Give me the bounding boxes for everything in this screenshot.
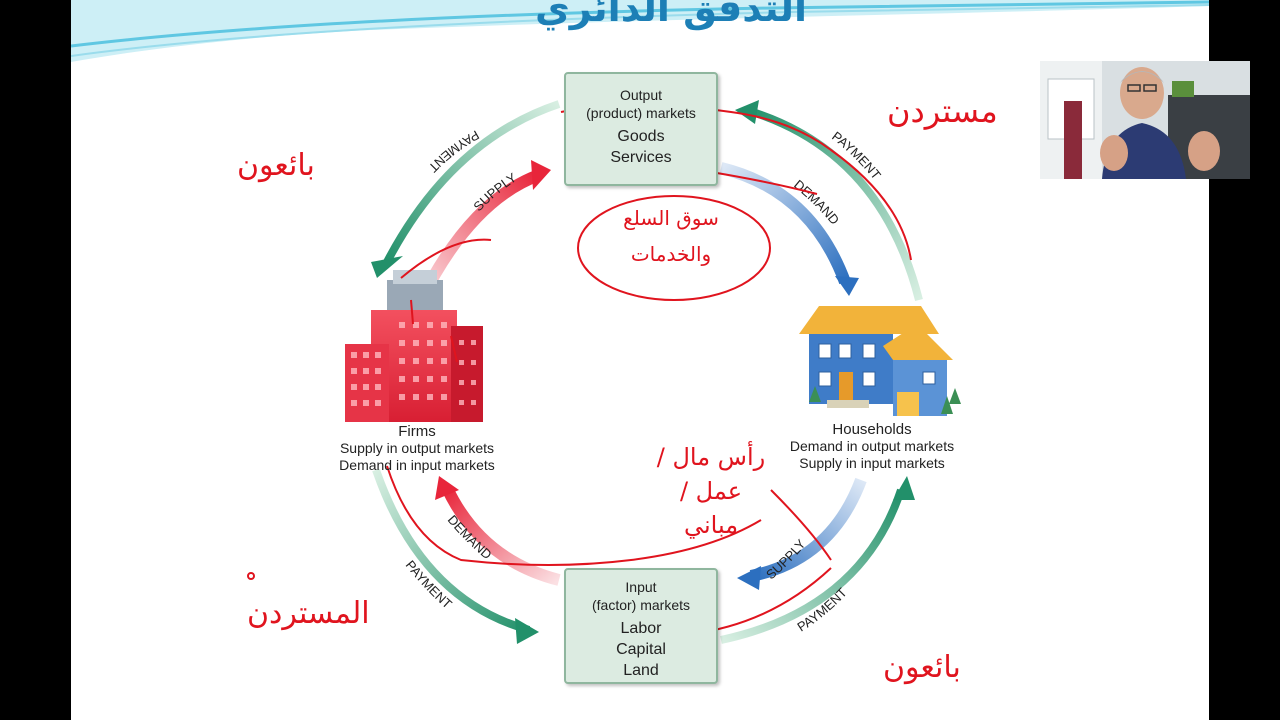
demand-arrowhead-bottom-left — [435, 476, 459, 500]
households-house-icon — [799, 306, 961, 416]
output-market-item: Goods — [617, 128, 665, 145]
handwritten-sellers-top: بائعون — [237, 148, 315, 183]
payment-arrow-bottom-right — [720, 488, 905, 644]
firms-role-output: Supply in output markets — [339, 440, 495, 456]
households-name: Households — [832, 421, 912, 438]
payment-arrow-top-left — [383, 100, 561, 264]
supply-arrowhead-top-left — [531, 160, 551, 190]
circular-flow-diagram: PAYMENT SUPPLY DEMAND PAYMENT DEMAND PAY… — [247, 100, 961, 644]
output-market-item: Services — [610, 149, 672, 166]
output-market-line2: (product) markets — [586, 105, 696, 121]
input-factor-markets-box: Input (factor) markets Labor Capital Lan… — [564, 568, 718, 684]
demand-arrow-top-right — [719, 162, 851, 285]
input-market-line2: (factor) markets — [591, 597, 690, 613]
supply-arrowhead-bottom-right — [737, 566, 761, 590]
firms-role-input: Demand in input markets — [339, 457, 495, 473]
payment-arrowhead-top-right — [735, 100, 759, 124]
payment-arrow-bottom-left — [372, 468, 531, 634]
presenter-webcam — [1040, 61, 1250, 179]
presenter-video-frame — [1040, 61, 1250, 179]
handwritten-factors: رأس مال / عمل / مباني — [656, 443, 766, 539]
demand-arrow-bottom-left — [441, 485, 561, 586]
demand-arrowhead-top-right — [835, 276, 859, 296]
output-market-line1: Output — [619, 87, 663, 103]
firms-label: Firms Supply in output markets Demand in… — [317, 423, 517, 474]
payment-arrowhead-bottom-left — [515, 618, 539, 644]
payment-arrowhead-bottom-right — [893, 476, 915, 500]
input-market-item: Land — [623, 662, 659, 679]
payment-arrowhead-top-left — [371, 256, 403, 278]
firms-name: Firms — [398, 423, 436, 440]
output-product-markets-box: Output (product) markets Goods Services — [564, 72, 718, 186]
slide-title: التدفق الدائري — [534, 0, 808, 30]
handwritten-buyers-top: مستردن — [887, 92, 998, 130]
households-role-input: Supply in input markets — [799, 455, 945, 471]
handwritten-goods-services: سوق السلع والخدمات — [623, 206, 719, 266]
input-market-line1: Input — [625, 579, 657, 595]
households-role-output: Demand in output markets — [789, 438, 955, 454]
input-market-item: Capital — [616, 641, 666, 658]
handwritten-sellers-bottom: بائعون — [883, 650, 961, 685]
firms-building-icon — [345, 270, 483, 422]
handwritten-buyers-bottom: المستردن — [247, 596, 370, 631]
households-label: Households Demand in output markets Supp… — [765, 421, 979, 472]
slide: التدفق الدائري — [71, 0, 1209, 720]
header-swoosh — [71, 0, 1209, 62]
input-market-item: Labor — [620, 620, 662, 637]
